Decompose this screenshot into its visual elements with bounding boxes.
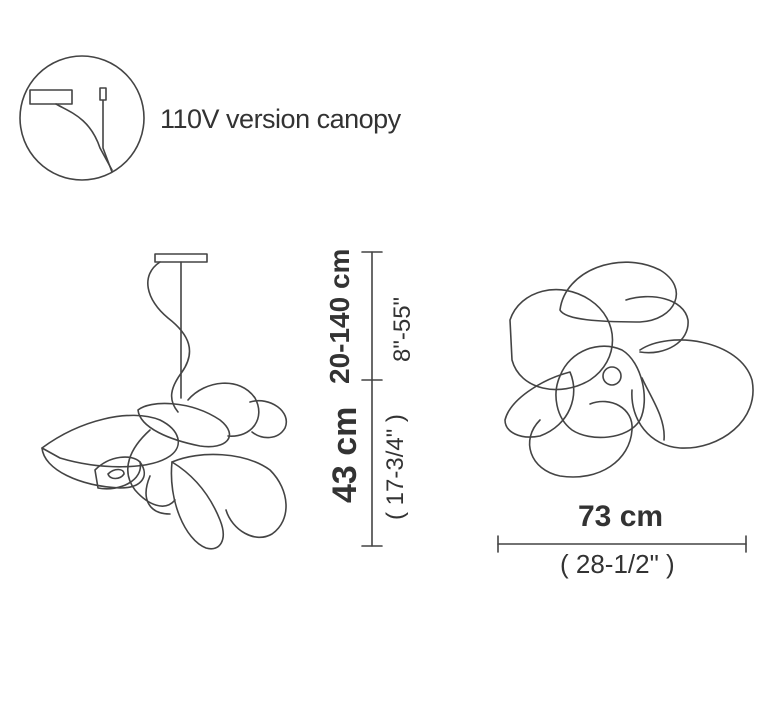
canopy-detail [19, 55, 145, 181]
canopy-cable [55, 103, 113, 171]
horizontal-dimension [497, 535, 747, 553]
side-view-lamp [41, 253, 288, 550]
body-height-in-label: ( 17-3/4" ) [382, 414, 409, 520]
top-view-canopy [602, 366, 622, 386]
suspension-height-in-label: 8"-55" [389, 296, 416, 362]
side-canopy [154, 253, 208, 263]
body-height-cm-label: 43 cm [326, 406, 364, 503]
canopy-plate-icon [29, 89, 73, 105]
top-view-lamp [504, 261, 754, 478]
width-cm-label: 73 cm [578, 500, 664, 533]
vertical-dimension [361, 251, 383, 547]
width-in-label: ( 28-1/2" ) [560, 549, 675, 579]
canopy-detail-circle [19, 55, 145, 181]
canopy-plug-icon [99, 87, 113, 173]
suspension-height-cm-label: 20-140 cm [324, 248, 355, 384]
canopy-label: 110V version canopy [160, 104, 401, 134]
